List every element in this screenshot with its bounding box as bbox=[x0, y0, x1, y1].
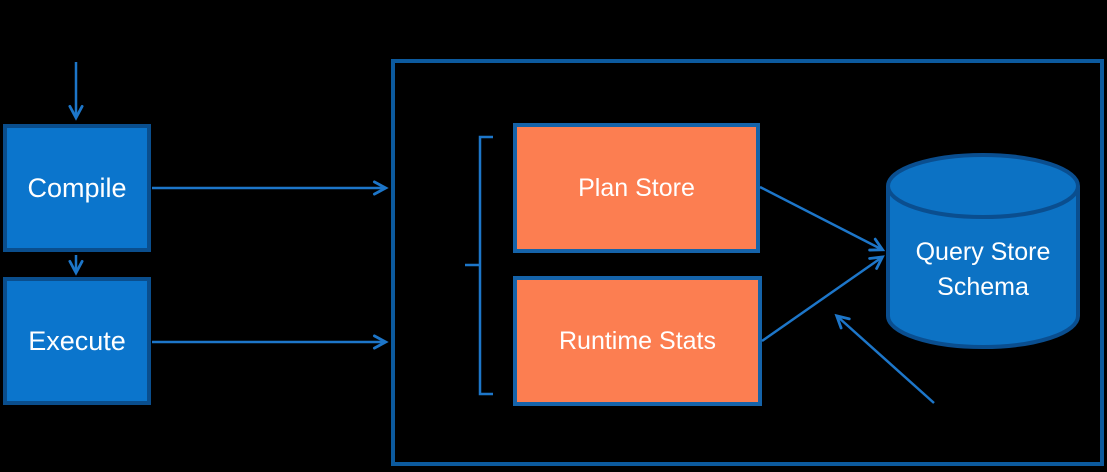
plan-store-node: Plan Store bbox=[513, 123, 760, 253]
execute-node: Execute bbox=[3, 277, 151, 405]
compile-node-label: Compile bbox=[27, 172, 127, 203]
compile-node: Compile bbox=[3, 124, 151, 252]
execute-node-label: Execute bbox=[28, 325, 126, 356]
query-store-schema-label-line2: Schema bbox=[937, 273, 1029, 301]
runtime-stats-node-label: Runtime Stats bbox=[558, 326, 716, 355]
plan-store-node-label: Plan Store bbox=[578, 173, 695, 202]
runtime-stats-node: Runtime Stats bbox=[513, 276, 762, 406]
query-store-outer-box bbox=[391, 59, 1104, 466]
query-store-schema-label: Query Store Schema bbox=[888, 200, 1078, 340]
query-store-schema-label-line1: Query Store bbox=[915, 238, 1051, 266]
